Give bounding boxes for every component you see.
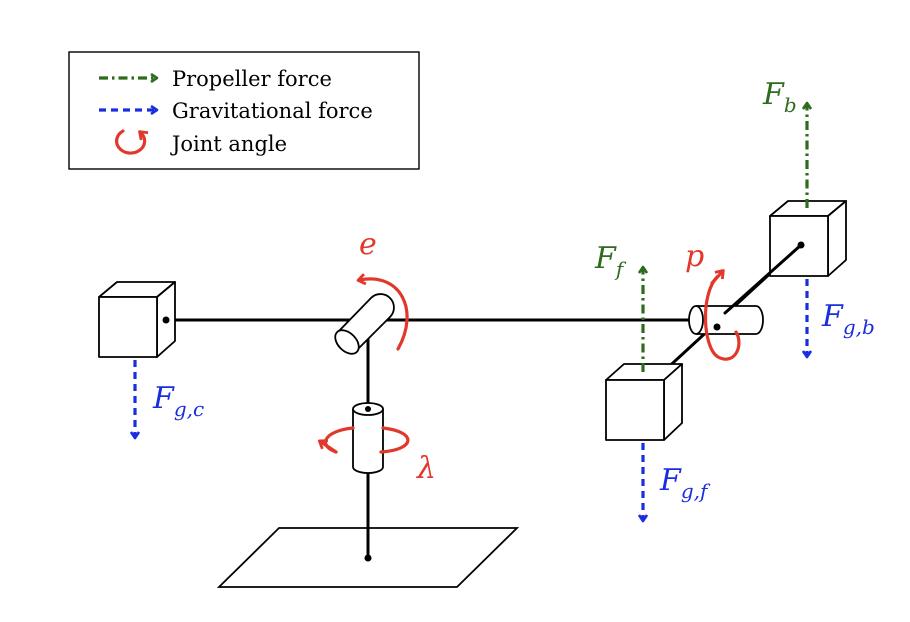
counterweight-cube	[98, 281, 176, 358]
elevation-angle-label: e	[359, 227, 377, 262]
pitch-angle-label: p	[685, 239, 704, 274]
travel-angle-label: λ	[416, 451, 436, 486]
front-gravity-label: Fg,f	[659, 463, 711, 503]
legend: Propeller force Gravitational force Join…	[68, 51, 420, 170]
pitch-joint-arrowhead	[710, 272, 722, 285]
front-motor-cube	[605, 363, 683, 441]
elevation-joint-arrow	[360, 279, 409, 351]
elevation-joint-cylinder	[334, 293, 395, 355]
pitch-joint-cylinder	[688, 305, 764, 335]
pitch-arm-front-segment	[723, 243, 803, 315]
travel-joint-cylinder	[352, 402, 384, 474]
legend-label-gravitational: Gravitational force	[172, 99, 373, 123]
front-propeller-force-label: Ff	[594, 241, 627, 281]
back-motor-cube	[769, 200, 847, 277]
circular-arrow-icon	[115, 129, 145, 155]
legend-label-joint: Joint angle	[170, 132, 287, 156]
base-pivot	[364, 554, 372, 562]
pitch-joint-arrow	[703, 275, 741, 361]
back-propeller-force-label: Fb	[762, 77, 797, 117]
counterweight-gravity-label: Fg,c	[152, 381, 204, 421]
travel-joint-arrowhead	[321, 442, 338, 454]
back-gravity-label: Fg,b	[821, 299, 875, 339]
legend-label-propeller: Propeller force	[172, 67, 332, 91]
